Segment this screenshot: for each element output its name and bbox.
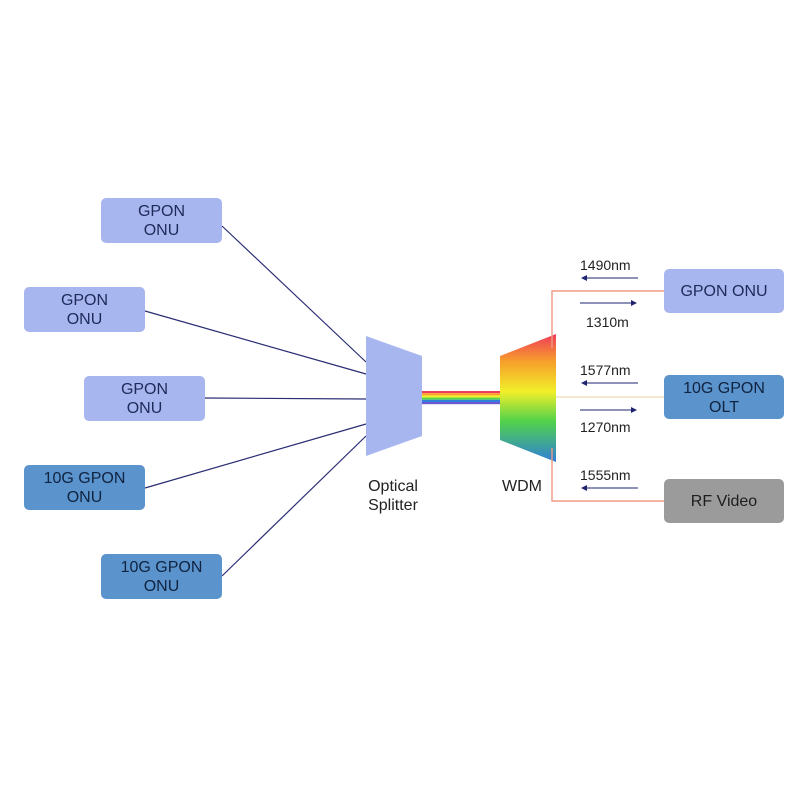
- link-line-2: [144, 310, 367, 375]
- onu-2-line2: ONU: [67, 311, 103, 328]
- label-1490nm: 1490nm: [580, 257, 631, 273]
- left-onu-2: GPON ONU: [24, 287, 145, 332]
- label-1555nm: 1555nm: [580, 467, 631, 483]
- label-1270nm: 1270nm: [580, 419, 631, 435]
- right-rf-video: RF Video: [664, 479, 784, 523]
- onu-1-line1: GPON: [138, 203, 185, 220]
- line-to-rf-video: [551, 448, 664, 502]
- onu-3-line1: GPON: [121, 381, 168, 398]
- right-gpon-onu: GPON ONU: [664, 269, 784, 313]
- onu-3-line2: ONU: [127, 400, 163, 417]
- right-10g-gpon-olt: 10G GPON OLT: [664, 375, 784, 419]
- optical-splitter: [366, 336, 422, 456]
- splitter-label-line2: Splitter: [368, 497, 418, 514]
- splitter-label-line1: Optical: [368, 478, 418, 495]
- rainbow-fiber: [420, 391, 502, 405]
- label-1310m: 1310m: [586, 314, 629, 330]
- label-1577nm: 1577nm: [580, 362, 631, 378]
- link-line-3: [204, 397, 367, 400]
- link-line-5: [221, 435, 367, 577]
- onu-5-line1: 10G GPON: [121, 559, 203, 576]
- right-gpon-onu-label: GPON ONU: [680, 283, 767, 300]
- link-line-4: [144, 423, 367, 489]
- link-line-1: [221, 225, 367, 363]
- left-onu-3: GPON ONU: [84, 376, 205, 421]
- line-to-gpon-onu: [551, 290, 664, 348]
- onu-4-line2: ONU: [67, 489, 103, 506]
- olt-label-line1: 10G GPON: [683, 380, 765, 397]
- wdm-label: WDM: [502, 478, 542, 495]
- onu-4-line1: 10G GPON: [44, 470, 126, 487]
- wdm-block: [500, 334, 556, 462]
- onu-2-line1: GPON: [61, 292, 108, 309]
- left-onu-5: 10G GPON ONU: [101, 554, 222, 599]
- olt-label-line2: OLT: [709, 399, 739, 416]
- onu-5-line2: ONU: [144, 578, 180, 595]
- left-onu-1: GPON ONU: [101, 198, 222, 243]
- onu-1-line2: ONU: [144, 222, 180, 239]
- left-onu-4: 10G GPON ONU: [24, 465, 145, 510]
- rf-video-label: RF Video: [691, 493, 758, 510]
